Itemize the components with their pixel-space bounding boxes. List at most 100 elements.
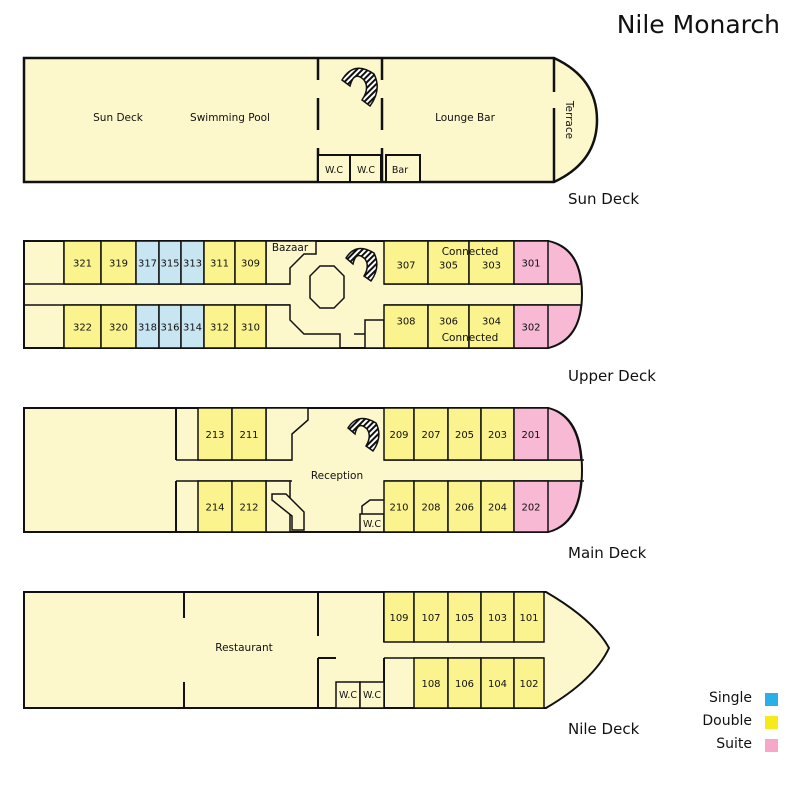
cabin-102[interactable] xyxy=(513,657,545,709)
cabin-206-label: 206 xyxy=(455,503,474,514)
upper-staircase-icon xyxy=(345,247,378,283)
cabin-106-label: 106 xyxy=(455,679,474,690)
cabin-101-label: 101 xyxy=(519,613,538,624)
cabin-314-label: 314 xyxy=(183,323,202,334)
sun-deck-hull xyxy=(22,56,599,184)
cabin-302[interactable] xyxy=(513,304,549,349)
cabin-317-label: 317 xyxy=(138,259,157,270)
cabin-303-label: 303 xyxy=(482,261,501,272)
cabin-308-label: 308 xyxy=(396,317,415,328)
cabin-308[interactable] xyxy=(383,304,429,349)
cabin-319[interactable] xyxy=(100,240,137,285)
main-stair-ramp xyxy=(271,493,305,531)
legend-suite-swatch xyxy=(765,739,778,752)
cabin-104[interactable] xyxy=(480,657,515,709)
cabin-302-label: 302 xyxy=(521,323,540,334)
sun-wc1-room xyxy=(317,154,351,183)
cabin-212[interactable] xyxy=(231,480,267,533)
cabin-311[interactable] xyxy=(203,240,236,285)
cabin-312[interactable] xyxy=(203,304,236,349)
cabin-211-label: 211 xyxy=(239,430,258,441)
reception-label: Reception xyxy=(311,470,363,482)
cabin-103[interactable] xyxy=(480,591,515,643)
cabin-107[interactable] xyxy=(413,591,449,643)
cabin-105-label: 105 xyxy=(455,613,474,624)
connected-top-label: Connected xyxy=(442,246,499,258)
cabin-209-label: 209 xyxy=(389,430,408,441)
cabin-316-label: 316 xyxy=(160,323,179,334)
sun-staircase-icon xyxy=(341,67,378,108)
cabin-203[interactable] xyxy=(480,407,515,461)
sun-wc1-label: W.C xyxy=(325,165,343,176)
cabin-320[interactable] xyxy=(100,304,137,349)
cabin-202[interactable] xyxy=(513,480,549,533)
sun-deck-plan: Sun Deck Swimming Pool Lounge Bar Terrac… xyxy=(22,56,599,184)
legend-single: Single xyxy=(690,690,780,710)
upper-atrium-octagon xyxy=(309,265,345,309)
nile-wc2-label: W.C xyxy=(363,690,381,701)
nile-wc1-label: W.C xyxy=(339,690,357,701)
sun-wc2-label: W.C xyxy=(357,165,375,176)
bazaar-room xyxy=(265,240,317,285)
cabin-312-label: 312 xyxy=(210,323,229,334)
cabin-201[interactable] xyxy=(513,407,549,461)
cabin-307-label: 307 xyxy=(396,261,415,272)
cabin-305-label: 305 xyxy=(439,261,458,272)
nile-wc2-room xyxy=(359,681,385,709)
cabin-313-label: 313 xyxy=(183,259,202,270)
cabin-306[interactable] xyxy=(427,304,470,349)
legend-suite: Suite xyxy=(690,736,780,756)
cabin-310[interactable] xyxy=(234,304,267,349)
restaurant-label: Restaurant xyxy=(215,642,272,654)
cabin-309[interactable] xyxy=(234,240,267,285)
cabin-109-label: 109 xyxy=(389,613,408,624)
legend-double: Double xyxy=(690,713,780,733)
cabin-304[interactable] xyxy=(468,304,515,349)
cabin-203-label: 203 xyxy=(488,430,507,441)
cabin-208[interactable] xyxy=(413,480,449,533)
cabin-301-label: 301 xyxy=(521,259,540,270)
sun-deck-title: Sun Deck xyxy=(568,190,640,208)
cabin-320-label: 320 xyxy=(109,323,128,334)
cabin-301[interactable] xyxy=(513,240,549,285)
cabin-204-label: 204 xyxy=(488,503,507,514)
cabin-321-label: 321 xyxy=(73,259,92,270)
cabin-101[interactable] xyxy=(513,591,545,643)
cabin-306-label: 306 xyxy=(439,317,458,328)
cabin-211[interactable] xyxy=(231,407,267,461)
cabin-305[interactable] xyxy=(427,240,470,285)
cabin-208-label: 208 xyxy=(421,503,440,514)
connected-bottom-label: Connected xyxy=(442,332,499,344)
cabin-108-label: 108 xyxy=(421,679,440,690)
cabin-304-label: 304 xyxy=(482,317,501,328)
legend-single-swatch xyxy=(765,693,778,706)
cabin-104-label: 104 xyxy=(488,679,507,690)
cabin-109[interactable] xyxy=(383,591,415,643)
legend-double-swatch xyxy=(765,716,778,729)
cabin-205[interactable] xyxy=(447,407,482,461)
bazaar-label: Bazaar xyxy=(272,242,309,254)
lounge-bar-label: Lounge Bar xyxy=(435,112,495,124)
legend-suite-label: Suite xyxy=(716,736,752,752)
cabin-206[interactable] xyxy=(447,480,482,533)
cabin-322[interactable] xyxy=(63,304,102,349)
cabin-108[interactable] xyxy=(413,657,449,709)
cabin-303[interactable] xyxy=(468,240,515,285)
legend-double-label: Double xyxy=(702,713,752,729)
legend-single-label: Single xyxy=(708,690,752,706)
cabin-321[interactable] xyxy=(63,240,102,285)
cabin-204[interactable] xyxy=(480,480,515,533)
cabin-214-label: 214 xyxy=(205,503,224,514)
cabin-207-label: 207 xyxy=(421,430,440,441)
nile-deck-title: Nile Deck xyxy=(568,720,640,738)
cabin-309-label: 309 xyxy=(241,259,260,270)
nile-wc1-room xyxy=(335,681,361,709)
cabin-212-label: 212 xyxy=(239,503,258,514)
cabin-318-label: 318 xyxy=(138,323,157,334)
cabin-105[interactable] xyxy=(447,591,482,643)
cabin-311-label: 311 xyxy=(210,259,229,270)
main-deck-title: Main Deck xyxy=(568,544,647,562)
